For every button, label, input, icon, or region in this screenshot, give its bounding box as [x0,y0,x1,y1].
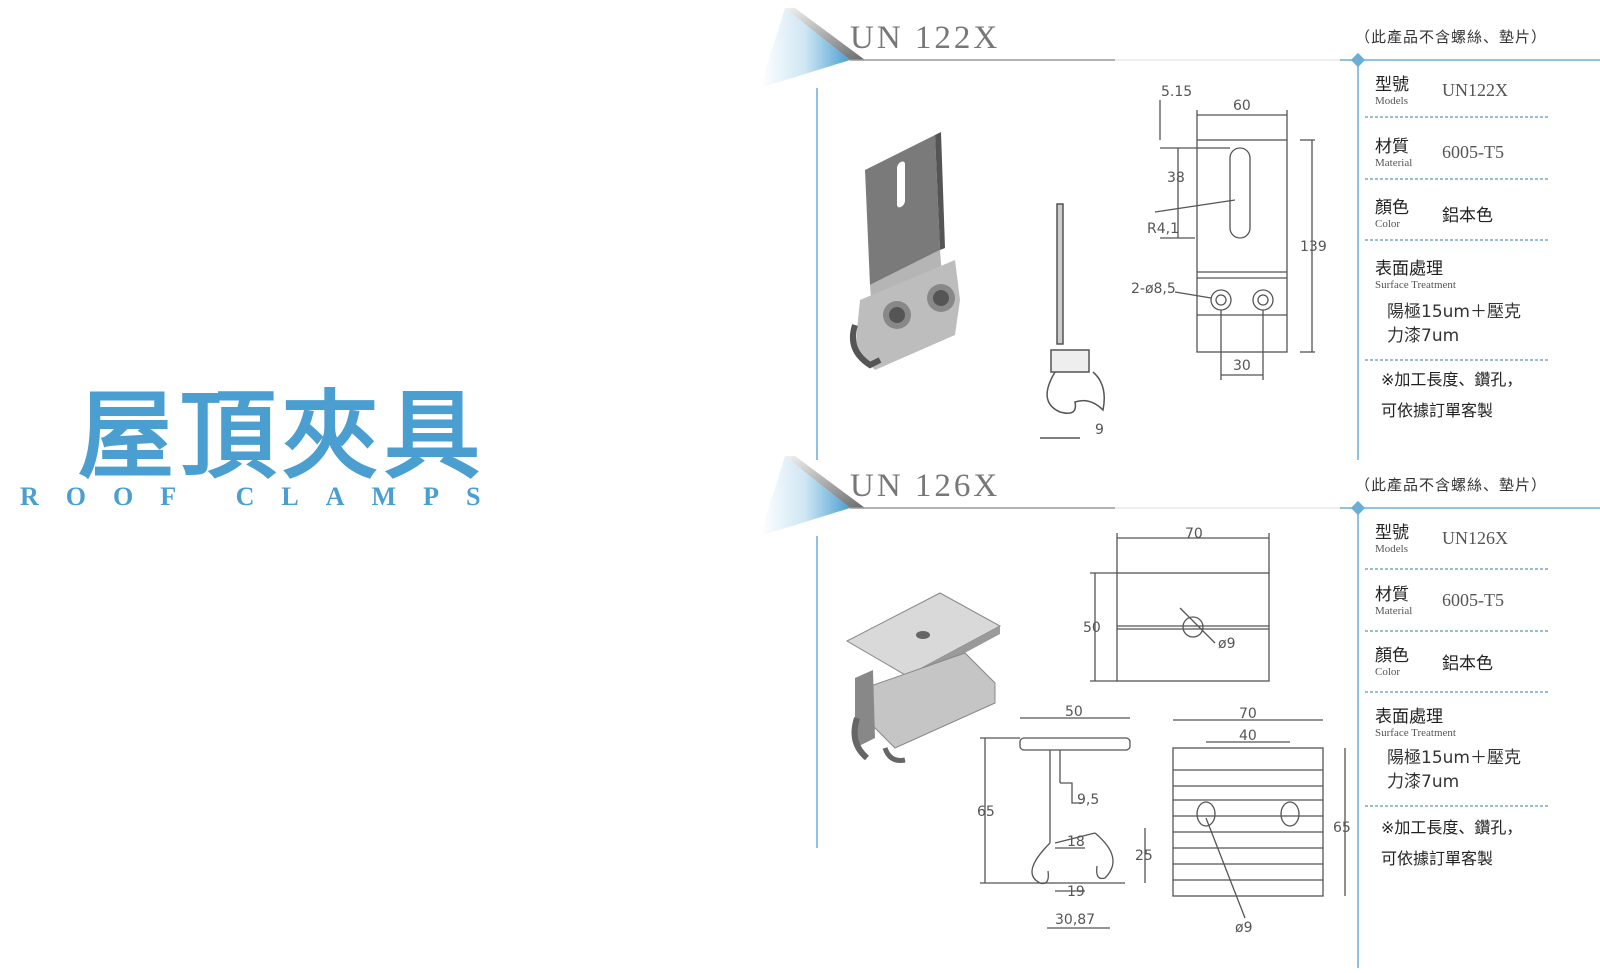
model-heading: UN 122X [850,20,1001,56]
spec-treatment-value-line2: 力漆7um [1387,772,1460,792]
remark-line2: 可依據訂單客製 [1381,849,1494,868]
product-section-un126x: UN 126X （此產品不含螺絲、墊片） 70 50 ø9 50 65 9,5 … [755,448,1600,968]
clamp-front-view [1154,100,1315,380]
product-section-un122x: UN 122X （此產品不含螺絲、墊片） 5.15 60 38 R4,1 139… [755,0,1600,470]
remark-line2: 可依據訂單客製 [1381,401,1494,420]
spec-color-label-cn: 顏色 [1375,198,1409,218]
spec-model: 型號 Models UN126X [1375,518,1555,555]
spec-treatment: 表面處理 Surface Treatment [1375,254,1555,291]
no-screws-note: （此產品不含螺絲、墊片） [1355,476,1548,494]
customization-remark: ※加工長度、鑽孔， 可依據訂單客製 [1381,812,1522,874]
spec-material-label-cn: 材質 [1375,585,1409,605]
dim-40: 40 [1239,728,1257,744]
spec-treatment-label-cn: 表面處理 [1375,707,1443,727]
spec-color: 顏色 Color 鋁本色 [1375,193,1555,230]
clamp-front-view [1172,719,1346,919]
spec-treatment-value: 陽極15um＋壓克 力漆7um [1387,300,1521,348]
no-screws-note: （此產品不含螺絲、墊片） [1355,28,1548,46]
dim-25: 25 [1135,848,1153,864]
spec-material: 材質 Material 6005-T5 [1375,132,1555,169]
spec-treatment-value: 陽極15um＋壓克 力漆7um [1387,746,1521,794]
dim-50-side: 50 [1065,704,1083,720]
spec-treatment-value-line1: 陽極15um＋壓克 [1387,748,1521,768]
dim-5-15: 5.15 [1161,84,1192,100]
clamp-side-profile [980,717,1146,929]
dim-70-front: 70 [1239,706,1257,722]
section-frame [760,8,1600,460]
clamp-3d-illustration [849,132,960,370]
dim-9: 9 [1095,422,1104,438]
section-frame [760,456,1600,968]
dim-50-top: 50 [1083,620,1101,636]
spec-color-label-en: Color [1375,218,1401,230]
spec-material-value: 6005-T5 [1442,590,1504,610]
clamp-3d-illustration [845,592,1002,763]
spec-treatment-label-en: Surface Treatment [1375,279,1456,291]
dim-18: 18 [1067,834,1085,850]
spec-material-label-en: Material [1375,157,1413,169]
dim-65-front: 65 [1333,820,1351,836]
spec-treatment-label-en: Surface Treatment [1375,727,1456,739]
spec-model: 型號 Models UN122X [1375,70,1555,107]
dim-60: 60 [1233,98,1251,114]
dim-30-87: 30,87 [1055,912,1095,928]
spec-color-value: 鋁本色 [1442,654,1493,674]
model-heading: UN 126X [850,468,1001,504]
clamp-side-profile [1040,203,1105,439]
dim-38: 38 [1167,170,1185,186]
remark-line1: ※加工長度、鑽孔， [1381,818,1523,837]
spec-color-label-cn: 顏色 [1375,646,1409,666]
dim-19: 19 [1067,884,1085,900]
spec-model-label-en: Models [1375,95,1408,107]
clamp-top-view [1090,533,1270,682]
dim-139: 139 [1300,239,1327,255]
spec-model-label-en: Models [1375,543,1408,555]
remark-line1: ※加工長度、鑽孔， [1381,370,1523,389]
dimension-labels: 5.15 60 38 R4,1 139 2-ø8,5 30 9 [1095,84,1327,438]
customization-remark: ※加工長度、鑽孔， 可依據訂單客製 [1381,364,1522,426]
page-title-en: ROOF CLAMPS [20,482,508,511]
spec-material: 材質 Material 6005-T5 [1375,580,1555,617]
dim-65-side: 65 [977,804,995,820]
dim-r4-1: R4,1 [1147,221,1179,237]
dim-phi9-front: ø9 [1235,920,1252,936]
dim-30: 30 [1233,358,1251,374]
spec-color-label-en: Color [1375,666,1401,678]
spec-material-label-cn: 材質 [1375,137,1409,157]
spec-model-value: UN126X [1442,528,1508,548]
spec-treatment-value-line2: 力漆7um [1387,326,1460,346]
dim-phi9-top: ø9 [1218,636,1235,652]
spec-color-value: 鋁本色 [1442,206,1493,226]
spec-treatment: 表面處理 Surface Treatment [1375,702,1555,739]
spec-material-label-en: Material [1375,605,1413,617]
spec-treatment-label-cn: 表面處理 [1375,259,1443,279]
spec-model-value: UN122X [1442,80,1508,100]
spec-treatment-value-line1: 陽極15um＋壓克 [1387,302,1521,322]
dimension-labels: 70 50 ø9 50 65 9,5 18 25 19 30,87 70 40 … [977,526,1351,936]
spec-model-label-cn: 型號 [1375,75,1409,95]
spec-material-value: 6005-T5 [1442,142,1504,162]
spec-model-label-cn: 型號 [1375,523,1409,543]
dim-2-holes: 2-ø8,5 [1131,281,1176,297]
spec-color: 顏色 Color 鋁本色 [1375,641,1555,678]
page-title-cn: 屋頂夾具 [78,380,486,492]
dim-9-5: 9,5 [1077,792,1099,808]
dim-70-top: 70 [1185,526,1203,542]
